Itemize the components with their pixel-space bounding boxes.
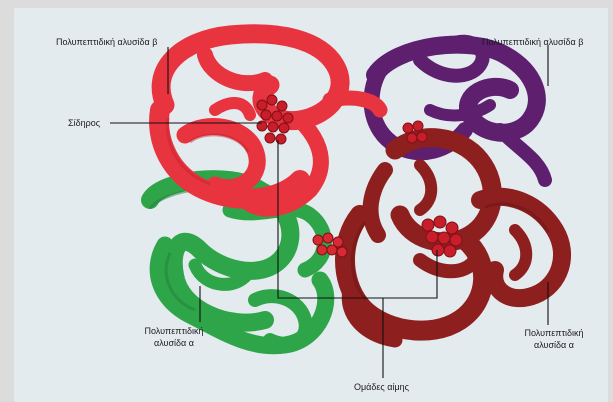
label-alpha-chain-right: Πολυπεπτιδική αλυσίδα α bbox=[518, 327, 590, 351]
beta-chain-right bbox=[372, 42, 545, 180]
label-alpha-chain-left-line1: Πολυπεπτιδική bbox=[138, 325, 210, 337]
label-beta-chain-left: Πολυπεπτιδική αλυσίδα β bbox=[56, 36, 157, 48]
label-beta-chain-right: Πολυπεπτιδική αλυσίδα β bbox=[482, 36, 583, 48]
label-alpha-chain-left: Πολυπεπτιδική αλυσίδα α bbox=[138, 325, 210, 349]
label-iron: Σίδηρος bbox=[68, 117, 100, 129]
label-alpha-chain-right-line2: αλυσίδα α bbox=[518, 339, 590, 351]
label-heme-groups: Ομάδες αίμης bbox=[354, 381, 409, 393]
label-alpha-chain-right-line1: Πολυπεπτιδική bbox=[518, 327, 590, 339]
beta-chain-left bbox=[159, 34, 380, 209]
heme-group-right-lower bbox=[422, 216, 462, 257]
label-alpha-chain-left-line2: αλυσίδα α bbox=[138, 337, 210, 349]
